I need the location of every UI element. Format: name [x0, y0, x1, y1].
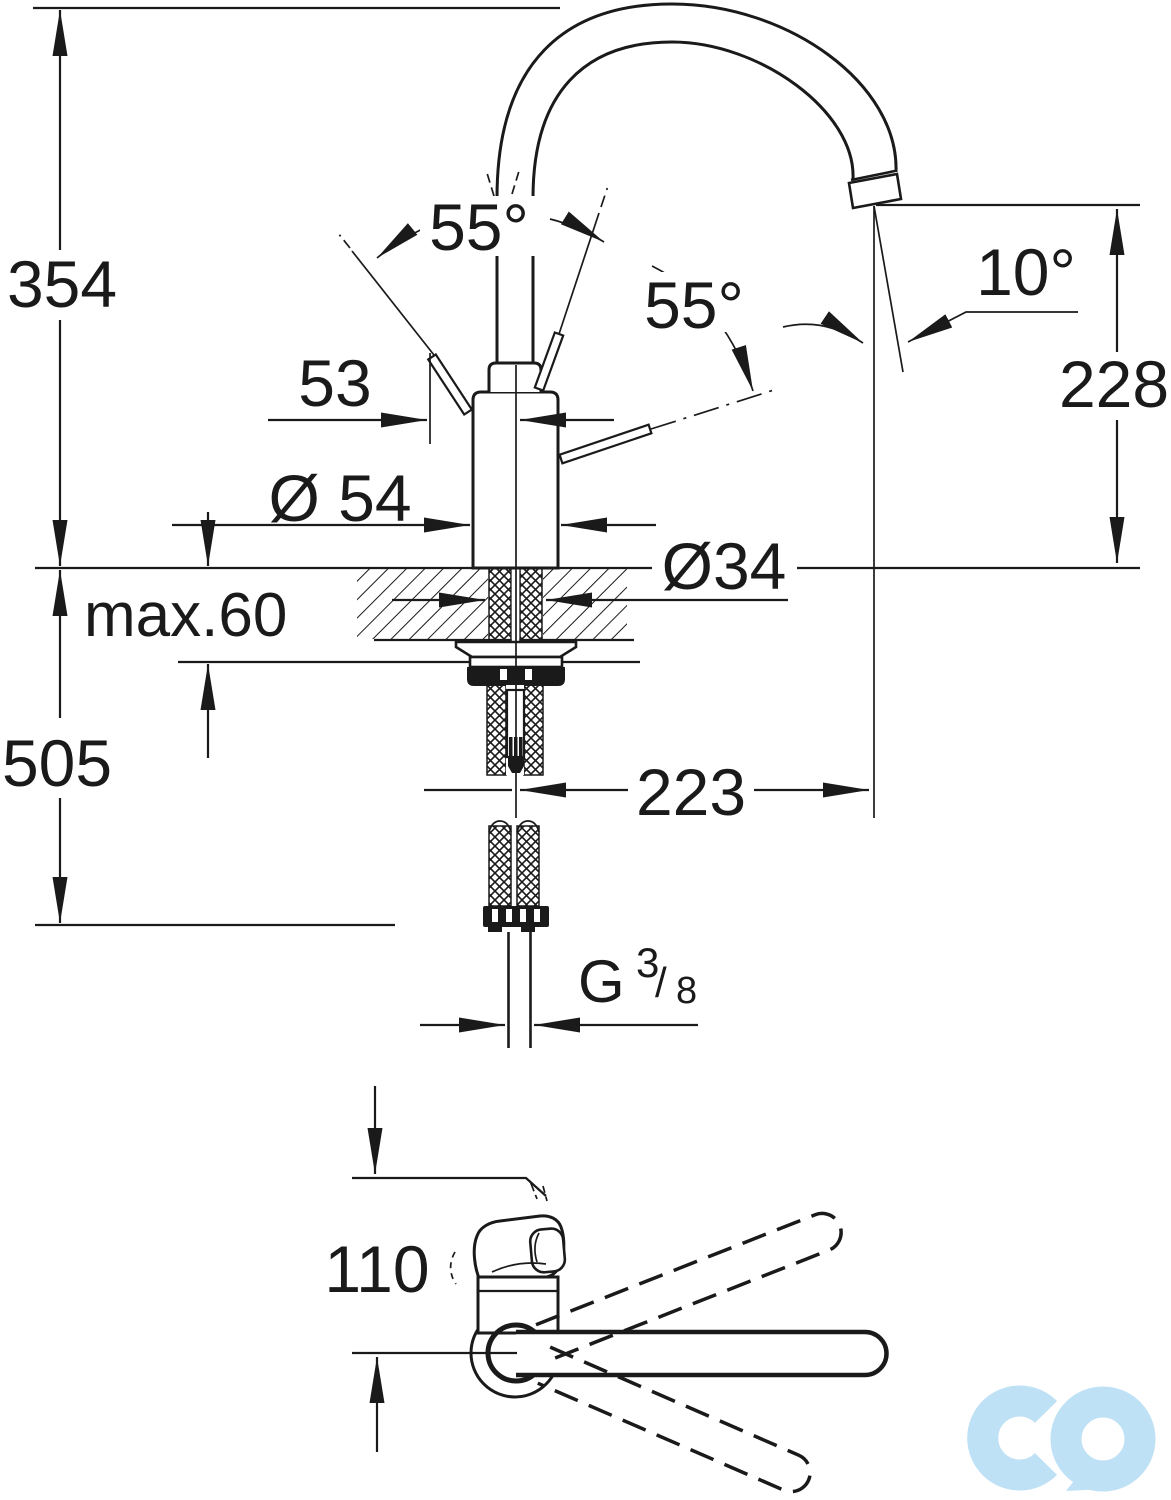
handle-positions [337, 170, 778, 465]
angle-10-label: 10° [976, 235, 1076, 309]
dim-34-label: Ø34 [662, 529, 787, 603]
dim-110-label: 110 [324, 1232, 429, 1306]
logo-tail-icon [1066, 1466, 1106, 1491]
outlet-axis-tilted [873, 205, 904, 373]
handle-knob-top [449, 1180, 567, 1286]
dim-54: Ø 54 [172, 461, 656, 535]
dim-34: Ø34 [392, 529, 797, 608]
dim-505: 505 [2, 570, 112, 923]
faucet-body [471, 196, 560, 818]
dim-223: 223 [424, 755, 869, 829]
angle-55-right-label: 55° [644, 268, 744, 342]
lever-swing-down [537, 1345, 812, 1494]
dim-max60-label: max.60 [84, 581, 287, 650]
lever-swing-up [535, 1211, 843, 1361]
thread-slash-label: / [655, 959, 667, 1006]
dim-228: 228 [1059, 209, 1169, 563]
lower-shank [486, 684, 544, 776]
g38-hose-nuts [483, 906, 549, 927]
dim-354-label: 354 [7, 247, 117, 321]
angle-55-right: 55° [638, 265, 754, 392]
mounting-hardware [454, 640, 578, 686]
logo-right-ring-icon [1050, 1386, 1156, 1492]
faucet-top-view: 110 [324, 1086, 889, 1494]
thread-denominator-label: 8 [676, 970, 697, 1012]
angle-55-left: 55° [376, 190, 605, 264]
gooseneck-spout [495, 2, 903, 210]
thread-g-label: G [578, 948, 625, 1015]
watermark-logo [960, 1378, 1156, 1498]
thread-numerator-label: 3 [636, 939, 659, 986]
aerator [847, 172, 903, 210]
angle-10: 10° [782, 235, 1084, 344]
dim-54-label: Ø 54 [268, 461, 411, 535]
dim-505-label: 505 [2, 726, 112, 800]
dim-228-label: 228 [1059, 347, 1169, 421]
dim-g38: G 3 / 8 [420, 939, 698, 1033]
dim-223-label: 223 [636, 755, 746, 829]
logo-left-ring-icon [967, 1385, 1058, 1491]
threaded-shank [488, 565, 543, 643]
dim-110: 110 [324, 1086, 547, 1452]
dim-53-label: 53 [298, 346, 371, 420]
handle-left-position [426, 352, 474, 417]
lever-solid-position [516, 1329, 889, 1378]
dim-max60: max.60 [84, 512, 287, 758]
handle-up-position [533, 331, 565, 392]
angle-55-left-label: 55° [429, 190, 529, 264]
dim-354: 354 [7, 10, 117, 566]
dim-53: 53 [268, 346, 614, 444]
handle-right-position [558, 423, 653, 465]
faucet-side-view: 354 505 53 Ø 54 max.60 [2, 2, 1169, 1048]
supply-hoses [483, 820, 549, 1048]
